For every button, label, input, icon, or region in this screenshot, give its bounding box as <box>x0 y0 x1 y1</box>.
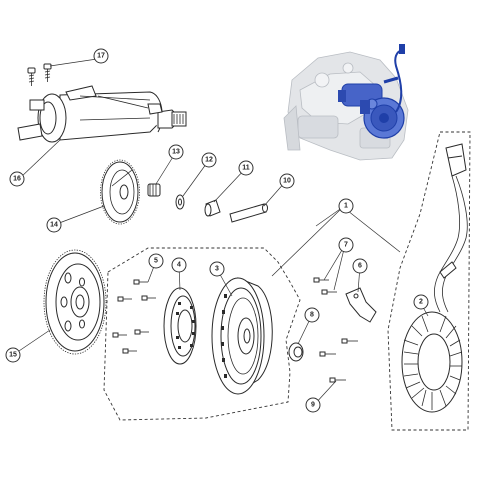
washer-part-12 <box>175 194 185 210</box>
svg-text:6: 6 <box>358 263 362 270</box>
svg-text:2: 2 <box>419 299 423 306</box>
leader-lines <box>12 58 429 406</box>
svg-text:3: 3 <box>215 266 219 273</box>
bolts-part-17 <box>27 63 52 86</box>
callout-1: 1 <box>338 198 354 214</box>
stator-coil-part-2 <box>401 143 468 413</box>
svg-text:9: 9 <box>311 402 315 409</box>
ring-gear-part-15 <box>43 249 107 355</box>
svg-text:14: 14 <box>50 222 58 229</box>
callout-2: 2 <box>413 294 429 310</box>
stator-group-dashed-outline <box>387 131 471 431</box>
svg-text:17: 17 <box>97 53 105 60</box>
callout-3: 3 <box>209 261 225 277</box>
starter-motor-part-16 <box>17 85 187 143</box>
callout-12: 12 <box>201 152 217 168</box>
callout-6: 6 <box>352 258 368 274</box>
svg-text:12: 12 <box>205 157 213 164</box>
callout-5: 5 <box>148 253 164 269</box>
bushing-part-11 <box>204 199 221 217</box>
reduction-gear-part-14 <box>100 159 140 225</box>
svg-text:10: 10 <box>283 178 291 185</box>
nut-part-8 <box>288 342 304 362</box>
svg-text:15: 15 <box>9 352 17 359</box>
needle-bearing-part-13 <box>147 183 161 197</box>
callout-10: 10 <box>279 173 295 189</box>
callout-4: 4 <box>171 257 187 273</box>
callout-9: 9 <box>305 397 321 413</box>
highlighted-starter-stator-assembly <box>338 44 405 139</box>
callout-14: 14 <box>46 217 62 233</box>
rotor-group-dashed-outline <box>103 247 301 421</box>
callout-7: 7 <box>338 237 354 253</box>
callout-13: 13 <box>168 144 184 160</box>
starter-clutch-part-4 <box>163 287 197 365</box>
svg-text:5: 5 <box>154 258 158 265</box>
svg-text:16: 16 <box>13 176 21 183</box>
bolts-part-9 <box>319 338 358 383</box>
svg-text:4: 4 <box>177 262 181 269</box>
svg-text:1: 1 <box>344 203 348 210</box>
screws-part-7 <box>313 277 337 295</box>
callout-17: 17 <box>93 48 109 64</box>
bolts-part-5 <box>112 279 156 354</box>
callout-11: 11 <box>238 160 254 176</box>
engine-location-inset <box>283 44 409 161</box>
callout-16: 16 <box>9 171 25 187</box>
callout-8: 8 <box>304 307 320 323</box>
svg-text:7: 7 <box>344 242 348 249</box>
bracket-part-6 <box>345 287 377 323</box>
svg-text:8: 8 <box>310 312 314 319</box>
callout-15: 15 <box>5 347 21 363</box>
shaft-part-10 <box>229 203 268 223</box>
svg-text:13: 13 <box>172 149 180 156</box>
svg-text:11: 11 <box>242 165 250 172</box>
flywheel-rotor-part-3 <box>211 277 273 395</box>
